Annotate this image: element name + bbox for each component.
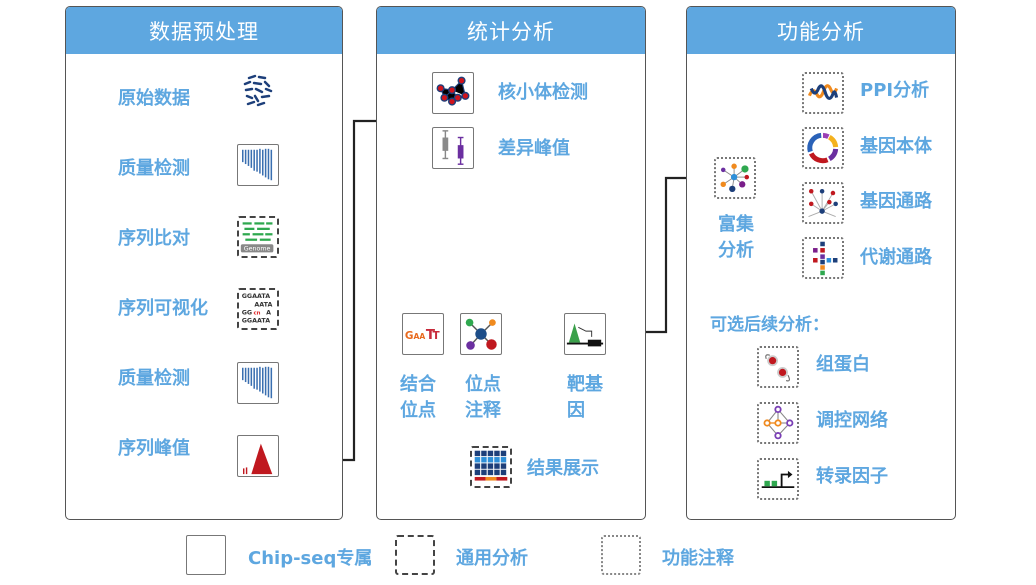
heatmap-cell (487, 469, 494, 476)
heatmap-cell (481, 457, 487, 463)
heatmap-cell (487, 457, 494, 463)
site-annotation-label: 位点注释 (465, 374, 501, 421)
histone-label: 组蛋白 (816, 354, 870, 375)
transcription-factor-icon (757, 458, 799, 500)
regulatory-network-label: 调控网络 (816, 410, 888, 431)
svg-text:AATA: AATA (254, 301, 272, 308)
nucleosome-icon (432, 72, 474, 114)
step-raw-data: 原始数据 (118, 88, 190, 109)
enrichment-icon (714, 157, 756, 199)
nucleosome-label: 核小体检测 (498, 82, 588, 103)
step-alignment: 序列比对 (118, 228, 190, 249)
svg-text:G: G (405, 330, 414, 342)
step-quality-check-2: 质量检测 (118, 368, 190, 389)
svg-text:A: A (266, 309, 271, 316)
target-gene-label: 靶基因 (567, 374, 603, 421)
heatmap-cell (494, 469, 500, 476)
heatmap-cell (481, 450, 487, 457)
boxplot-icon (432, 127, 474, 169)
genome-alignment-icon: Genome (237, 216, 279, 258)
heatmap-cell (487, 450, 494, 457)
ppi-label: PPI分析 (860, 80, 930, 101)
statistics-panel: 统计分析 (376, 6, 646, 520)
legend-dashed-box (395, 535, 435, 575)
result-heatmap-icon (470, 446, 512, 488)
heatmap-cell (481, 469, 487, 476)
heatmap-cell (474, 463, 481, 469)
svg-text:T: T (426, 328, 436, 343)
heatmap-bar (485, 476, 497, 481)
step-peaks: 序列峰值 (118, 438, 190, 459)
heatmap-cell (494, 463, 500, 469)
svg-text:GGAATA: GGAATA (242, 293, 271, 300)
legend-chipseq-label: Chip-seq专属 (248, 548, 373, 569)
site-annotation-icon (460, 313, 502, 355)
target-gene-icon (564, 313, 606, 355)
gene-pathway-label: 基因通路 (860, 191, 932, 212)
step-visualization: 序列可视化 (118, 298, 208, 319)
transcription-factor-label: 转录因子 (816, 466, 888, 487)
quality-check-icon-2 (237, 362, 279, 404)
function-title: 功能分析 (687, 7, 955, 54)
sequence-view-icon: GGAATA AATA GG A GGAATA cn (237, 288, 279, 330)
binding-site-label: 结合位点 (400, 374, 436, 421)
heatmap-cell (494, 457, 500, 463)
gene-ontology-icon (802, 127, 844, 169)
heatmap-cell (500, 469, 507, 476)
optional-analysis-title: 可选后续分析： (710, 315, 829, 335)
legend-function-label: 功能注释 (662, 548, 734, 569)
heatmap-cell (487, 463, 494, 469)
regulatory-network-icon (757, 402, 799, 444)
quality-check-icon (237, 144, 279, 186)
heatmap-cell (474, 450, 481, 457)
genome-text: Genome (244, 246, 271, 253)
heatmap-cell (481, 463, 487, 469)
legend-dotted-box (601, 535, 641, 575)
metabolic-pathway-icon (802, 237, 844, 279)
heatmap-cell (494, 450, 500, 457)
svg-text:GGAATA: GGAATA (242, 318, 271, 325)
raw-reads-icon (237, 72, 279, 114)
peak-icon (237, 435, 279, 477)
ppi-icon (802, 72, 844, 114)
statistics-title: 统计分析 (377, 7, 645, 54)
heatmap-cell (500, 457, 507, 463)
metabolic-pathway-label: 代谢通路 (860, 247, 932, 268)
svg-text:T: T (433, 330, 441, 342)
heatmap-bar (474, 476, 486, 481)
heatmap-bar (496, 476, 508, 481)
enrichment-label: 富集分析 (718, 214, 754, 261)
gene-ontology-label: 基因本体 (860, 136, 932, 157)
preprocess-panel: 数据预处理 (65, 6, 343, 520)
gene-pathway-icon (802, 182, 844, 224)
diff-peak-label: 差异峰值 (498, 138, 570, 159)
heatmap-cell (500, 463, 507, 469)
legend-solid-box (186, 535, 226, 575)
preprocess-title: 数据预处理 (66, 7, 342, 54)
svg-text:cn: cn (253, 310, 260, 316)
svg-text:GG: GG (242, 309, 252, 316)
heatmap-cell (500, 450, 507, 457)
heatmap-cell (474, 457, 481, 463)
svg-text:AA: AA (413, 332, 425, 341)
heatmap-cell (474, 469, 481, 476)
legend-general-label: 通用分析 (456, 548, 528, 569)
result-display-label: 结果展示 (527, 458, 599, 479)
step-quality-check-1: 质量检测 (118, 158, 190, 179)
histone-icon (757, 346, 799, 388)
